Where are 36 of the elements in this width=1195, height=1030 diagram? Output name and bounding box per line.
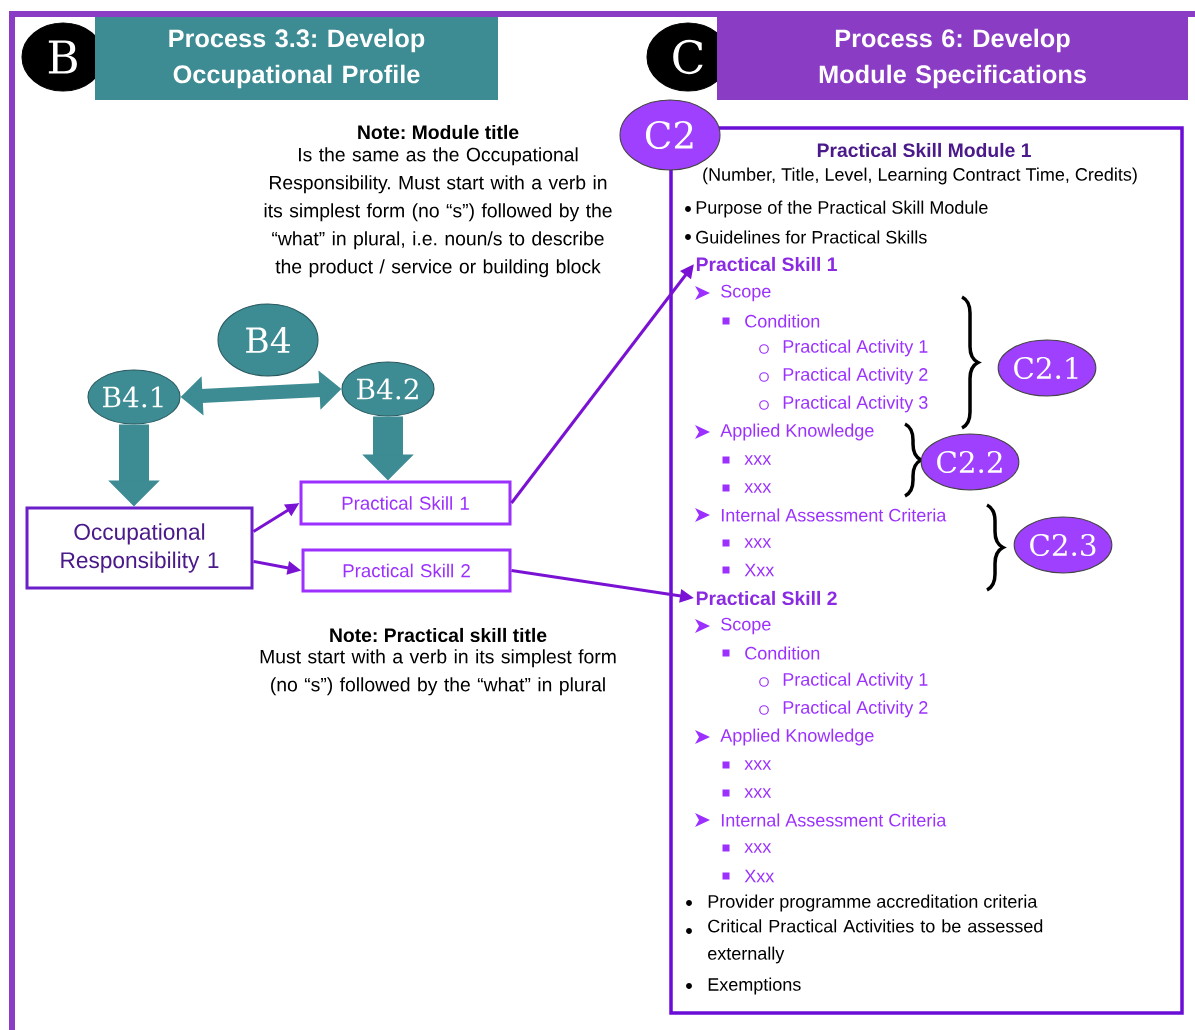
list-item: Practical Activity 1 bbox=[759, 339, 928, 357]
list-item: Scope bbox=[695, 284, 771, 302]
process-box: Occupational Responsibility 1 bbox=[25, 506, 254, 590]
list-item: Xxx bbox=[722, 563, 775, 577]
process-box: Practical Skill 1 bbox=[299, 480, 512, 526]
note-heading: Note: Module title bbox=[358, 124, 519, 140]
list-item: Practical Activity 2 bbox=[759, 367, 928, 385]
list-item: Applied Knowledge bbox=[695, 728, 874, 746]
list-item: xxx bbox=[722, 483, 772, 493]
list-item: Critical Practical Activities to be assessed externally bbox=[686, 919, 1043, 964]
list-item: Exemptions bbox=[686, 977, 801, 995]
list-item: Scope bbox=[695, 617, 771, 635]
list-item: Provider programme accreditation criteria bbox=[686, 894, 1038, 912]
list-item: xxx bbox=[722, 788, 772, 798]
process-box: Practical Skill 2 bbox=[301, 548, 512, 593]
node-label: Process 6: Develop Module Specifications bbox=[819, 28, 1086, 89]
list-item: Condition bbox=[722, 646, 820, 660]
list-item: Practical Activity 2 bbox=[759, 700, 928, 718]
list-item: xxx bbox=[722, 843, 772, 853]
title-banner: Process 3.3: Develop Occupational Profile bbox=[95, 17, 498, 100]
list-item: xxx bbox=[722, 760, 772, 770]
list-item: xxx bbox=[722, 538, 772, 548]
list-item: Practical Activity 1 bbox=[759, 672, 928, 690]
list-item: Condition bbox=[722, 314, 820, 328]
note-text: Is the same as the Occupational Responsibility. Must start with a verb in its simplest form (no “s”) followed by the “what” in plural, i.e. noun/s to describe the product / service or building block bbox=[264, 147, 612, 278]
note-heading: Note: Practical skill title bbox=[330, 627, 547, 643]
note-text: Must start with a verb in its simplest form (no “s”) followed by the “what” in plural bbox=[260, 649, 616, 696]
list-item: Internal Assessment Criteria bbox=[695, 508, 947, 522]
list-item: Practical Activity 3 bbox=[759, 395, 928, 413]
list-item: xxx bbox=[722, 455, 772, 465]
section-heading: Practical Skill 2 bbox=[696, 590, 837, 606]
title-banner: Process 6: Develop Module Specifications bbox=[717, 17, 1188, 100]
list-item: Internal Assessment Criteria bbox=[695, 813, 947, 827]
section-heading: Practical Skill 1 bbox=[696, 256, 837, 272]
list-item: Applied Knowledge bbox=[695, 423, 874, 441]
list-item: Xxx bbox=[722, 869, 775, 883]
